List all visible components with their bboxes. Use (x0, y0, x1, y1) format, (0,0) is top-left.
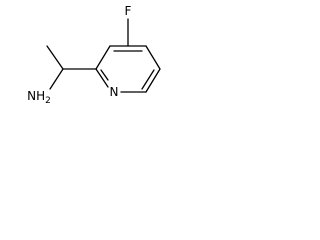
chemical-structure-diagram: F N NH2 (27, 4, 161, 106)
bond-ch-amine (49, 68, 64, 90)
fluorine-atom-label: F (125, 4, 132, 18)
ring-bond-n1-c2 (95, 68, 109, 88)
ring-nitrogen-atom-label: N (110, 85, 119, 99)
ring-bond-c5-c6 (145, 68, 161, 93)
ring-bond-c4-c5 (145, 45, 161, 70)
ring-bond-c5-c6-inner (141, 69, 155, 90)
ring-bond-c2-c3 (95, 45, 111, 70)
bond-ch-methyl (46, 45, 64, 70)
amine-group-label: NH2 (27, 89, 51, 106)
ring-bond-n1-c2-inner (100, 69, 109, 81)
